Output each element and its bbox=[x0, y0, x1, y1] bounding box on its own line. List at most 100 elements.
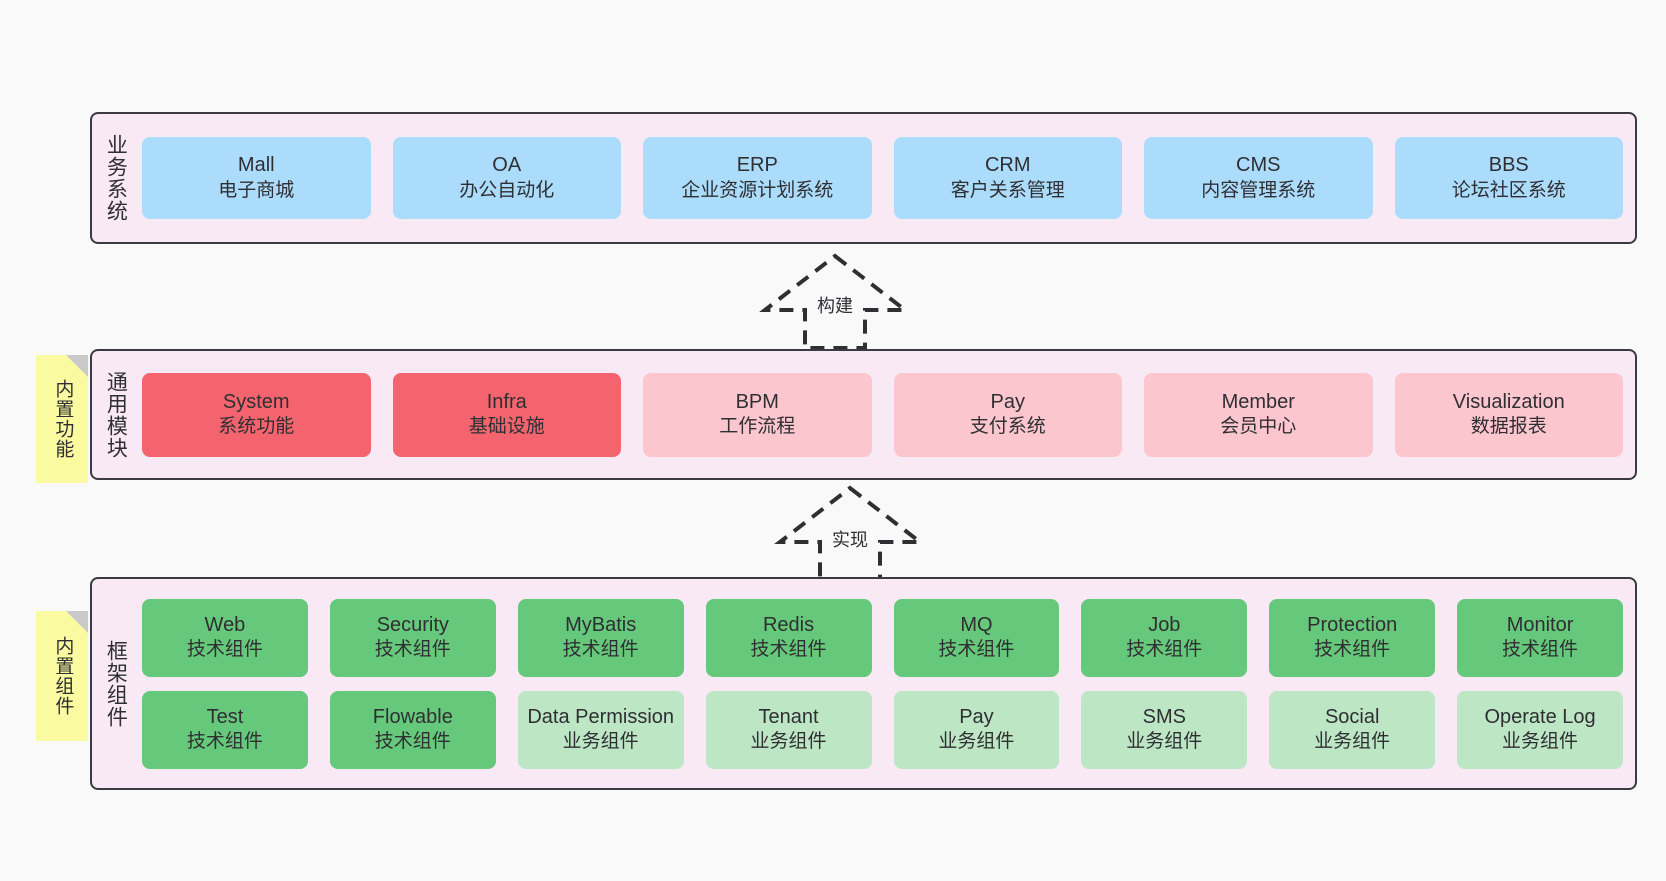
card-mall[interactable]: Mall 电子商城 bbox=[142, 137, 371, 219]
card-title: BBS bbox=[1488, 154, 1529, 177]
card-subtitle: 内容管理系统 bbox=[1201, 179, 1316, 201]
card-mybatis[interactable]: MyBatis 技术组件 bbox=[517, 598, 684, 677]
card-subtitle: 技术组件 bbox=[750, 639, 827, 661]
card-cms[interactable]: CMS 内容管理系统 bbox=[1144, 137, 1373, 219]
layer-title-business-systems: 业务系统 bbox=[104, 134, 128, 222]
note-label: 内置功能 bbox=[52, 379, 74, 459]
card-subtitle: 技术组件 bbox=[938, 639, 1015, 661]
card-title: Mall bbox=[237, 154, 275, 177]
business-systems-row: Mall 电子商城 OA 办公自动化 ERP 企业资源计划系统 CRM 客户关系… bbox=[142, 137, 1623, 219]
card-protection[interactable]: Protection 技术组件 bbox=[1269, 598, 1436, 677]
card-subtitle: 技术组件 bbox=[374, 731, 451, 753]
card-member[interactable]: Member 会员中心 bbox=[1144, 372, 1373, 457]
card-subtitle: 业务组件 bbox=[1126, 731, 1203, 753]
card-security[interactable]: Security 技术组件 bbox=[329, 598, 496, 677]
card-title: Protection bbox=[1307, 613, 1398, 636]
framework-tech-row: Web 技术组件 Security 技术组件 MyBatis 技术组件 Redi… bbox=[142, 598, 1623, 677]
card-subtitle: 技术组件 bbox=[1126, 639, 1203, 661]
card-subtitle: 办公自动化 bbox=[459, 179, 555, 201]
card-title: Member bbox=[1221, 390, 1295, 413]
card-subtitle: 业务组件 bbox=[562, 731, 639, 753]
card-web[interactable]: Web 技术组件 bbox=[142, 598, 308, 677]
card-subtitle: 系统功能 bbox=[218, 416, 295, 438]
card-title: Infra bbox=[486, 390, 527, 413]
card-social[interactable]: Social 业务组件 bbox=[1269, 690, 1436, 769]
layer-title-common-modules: 通用模块 bbox=[104, 370, 128, 459]
layer-business-systems: 业务系统 Mall 电子商城 OA 办公自动化 ERP 企业资源计划系统 CRM… bbox=[90, 112, 1637, 244]
card-oa[interactable]: OA 办公自动化 bbox=[392, 137, 621, 219]
card-job[interactable]: Job 技术组件 bbox=[1081, 598, 1248, 677]
layer-title-framework-components: 框架组件 bbox=[104, 639, 128, 728]
card-sms[interactable]: SMS 业务组件 bbox=[1081, 690, 1248, 769]
card-title: SMS bbox=[1142, 705, 1186, 728]
card-subtitle: 技术组件 bbox=[186, 731, 263, 753]
card-title: MyBatis bbox=[565, 613, 637, 636]
card-flowable[interactable]: Flowable 技术组件 bbox=[329, 690, 496, 769]
card-bpm[interactable]: BPM 工作流程 bbox=[643, 372, 872, 457]
card-mq[interactable]: MQ 技术组件 bbox=[893, 598, 1060, 677]
card-title: Tenant bbox=[758, 705, 819, 728]
card-title: Data Permission bbox=[527, 705, 675, 728]
card-title: OA bbox=[492, 154, 522, 177]
card-subtitle: 业务组件 bbox=[750, 731, 827, 753]
card-subtitle: 支付系统 bbox=[969, 416, 1046, 438]
card-redis[interactable]: Redis 技术组件 bbox=[705, 598, 872, 677]
card-tenant[interactable]: Tenant 业务组件 bbox=[705, 690, 872, 769]
card-title: Flowable bbox=[372, 705, 453, 728]
card-subtitle: 电子商城 bbox=[218, 179, 295, 201]
arrow-build-glyph bbox=[759, 253, 911, 350]
card-subtitle: 客户关系管理 bbox=[950, 179, 1065, 201]
card-subtitle: 技术组件 bbox=[1502, 639, 1579, 661]
card-title: Web bbox=[204, 613, 246, 636]
card-data-permission[interactable]: Data Permission 业务组件 bbox=[517, 690, 684, 769]
common-modules-row: System 系统功能 Infra 基础设施 BPM 工作流程 Pay 支付系统… bbox=[142, 372, 1623, 457]
note-builtin-features: 内置功能 bbox=[36, 355, 88, 483]
card-subtitle: 业务组件 bbox=[1314, 731, 1391, 753]
arrow-realize-glyph bbox=[774, 485, 926, 582]
card-monitor[interactable]: Monitor 技术组件 bbox=[1457, 598, 1623, 677]
card-subtitle: 工作流程 bbox=[719, 416, 796, 438]
card-title: System bbox=[222, 390, 290, 413]
card-erp[interactable]: ERP 企业资源计划系统 bbox=[643, 137, 872, 219]
arrow-realize: 实现 bbox=[770, 484, 930, 584]
card-crm[interactable]: CRM 客户关系管理 bbox=[893, 137, 1122, 219]
layer-body-business-systems: Mall 电子商城 OA 办公自动化 ERP 企业资源计划系统 CRM 客户关系… bbox=[138, 114, 1635, 242]
note-label: 内置组件 bbox=[52, 636, 74, 716]
card-subtitle: 会员中心 bbox=[1220, 416, 1297, 438]
card-subtitle: 技术组件 bbox=[186, 639, 263, 661]
card-title: Redis bbox=[762, 613, 815, 636]
card-test[interactable]: Test 技术组件 bbox=[142, 690, 308, 769]
card-system[interactable]: System 系统功能 bbox=[142, 372, 371, 457]
card-infra[interactable]: Infra 基础设施 bbox=[392, 372, 621, 457]
card-title: CMS bbox=[1236, 154, 1281, 177]
arrow-build: 构建 bbox=[755, 252, 915, 352]
card-pay-component[interactable]: Pay 业务组件 bbox=[893, 690, 1060, 769]
card-title: Pay bbox=[959, 705, 994, 728]
card-subtitle: 业务组件 bbox=[938, 731, 1015, 753]
card-subtitle: 业务组件 bbox=[1502, 731, 1579, 753]
card-title: Monitor bbox=[1506, 613, 1574, 636]
card-subtitle: 技术组件 bbox=[374, 639, 451, 661]
card-visualization[interactable]: Visualization 数据报表 bbox=[1394, 372, 1623, 457]
card-title: Visualization bbox=[1452, 390, 1565, 413]
card-title: Social bbox=[1324, 705, 1380, 728]
card-operate-log[interactable]: Operate Log 业务组件 bbox=[1457, 690, 1623, 769]
layer-common-modules: 通用模块 System 系统功能 Infra 基础设施 BPM 工作流程 Pay… bbox=[90, 349, 1637, 480]
card-title: BPM bbox=[735, 390, 779, 413]
card-title: Pay bbox=[990, 390, 1025, 413]
card-title: Test bbox=[206, 705, 244, 728]
card-pay-module[interactable]: Pay 支付系统 bbox=[893, 372, 1122, 457]
card-title: Operate Log bbox=[1484, 705, 1596, 728]
card-bbs[interactable]: BBS 论坛社区系统 bbox=[1394, 137, 1623, 219]
card-subtitle: 数据报表 bbox=[1470, 416, 1547, 438]
card-subtitle: 技术组件 bbox=[562, 639, 639, 661]
card-subtitle: 基础设施 bbox=[468, 416, 545, 438]
framework-business-row: Test 技术组件 Flowable 技术组件 Data Permission … bbox=[142, 690, 1623, 769]
card-title: CRM bbox=[984, 154, 1031, 177]
layer-body-framework-components: Web 技术组件 Security 技术组件 MyBatis 技术组件 Redi… bbox=[138, 579, 1635, 788]
card-subtitle: 企业资源计划系统 bbox=[681, 179, 834, 201]
layer-framework-components: 框架组件 Web 技术组件 Security 技术组件 MyBatis 技术组件… bbox=[90, 577, 1637, 790]
layer-body-common-modules: System 系统功能 Infra 基础设施 BPM 工作流程 Pay 支付系统… bbox=[138, 351, 1635, 478]
card-title: MQ bbox=[960, 613, 993, 636]
note-builtin-components: 内置组件 bbox=[36, 611, 88, 741]
